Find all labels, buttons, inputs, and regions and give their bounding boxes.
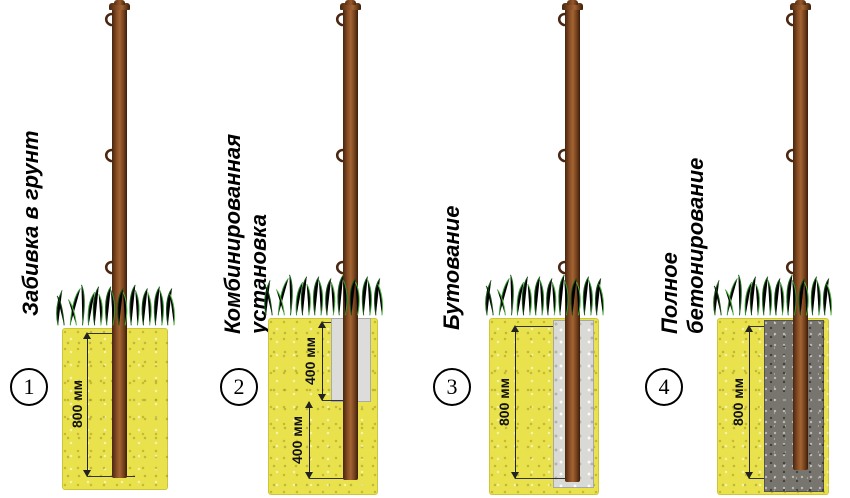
measurement-label: 800 мм	[496, 378, 512, 426]
lag-hook-icon	[335, 12, 344, 27]
lag-hook-icon	[785, 12, 794, 27]
measurement-label: 800 мм	[69, 380, 85, 428]
lag-hook-icon	[104, 148, 113, 163]
panel-number-badge: 3	[433, 368, 471, 406]
dimension-line	[511, 325, 520, 479]
grass	[713, 274, 832, 316]
lag-hook-icon	[785, 148, 794, 163]
dimension-line	[83, 332, 92, 477]
fence-post	[112, 8, 127, 478]
panel-label: Бутование	[439, 205, 464, 330]
panel-label: Полное бетонирование	[657, 157, 709, 334]
post-cap	[109, 3, 130, 10]
measurement-label: 400 мм	[302, 337, 318, 385]
dimension-tick	[87, 333, 113, 334]
panel-combined: Комбинированная установка 2 400 мм 400 м…	[212, 0, 425, 498]
panel-label: Забивка в грунт	[18, 130, 43, 316]
post-cap	[790, 3, 811, 10]
dimension-tick	[515, 478, 575, 479]
panel-concreting: Полное бетонирование 4 800 мм	[637, 0, 850, 498]
panel-number-badge: 2	[220, 368, 258, 406]
dimension-tick	[749, 326, 764, 327]
post-cap-knob	[345, 0, 356, 5]
lag-hook-icon	[557, 12, 566, 27]
grass	[56, 284, 175, 326]
post-cap	[340, 3, 361, 10]
panel-number-badge: 1	[10, 368, 48, 406]
dimension-tick	[322, 322, 331, 323]
dimension-tick	[749, 478, 764, 479]
post-cap-knob	[567, 0, 578, 5]
post-cap-knob	[114, 0, 125, 5]
panel-driving: Забивка в грунт 1 800 мм	[0, 0, 212, 498]
dimension-tick	[515, 326, 553, 327]
grass	[264, 274, 383, 316]
panel-number-badge: 4	[645, 368, 683, 406]
post-cap	[562, 3, 583, 10]
lag-hook-icon	[557, 148, 566, 163]
lag-hook-icon	[104, 12, 113, 27]
dimension-tick	[322, 400, 343, 401]
fence-post	[793, 8, 808, 470]
dimension-line	[745, 325, 754, 479]
panel-rubble: Бутование 3 800 мм	[425, 0, 637, 498]
lag-hook-icon	[104, 260, 113, 275]
fence-post	[565, 8, 580, 482]
dimension-tick	[87, 476, 135, 477]
fence-post	[343, 8, 358, 480]
measurement-label: 800 мм	[730, 378, 746, 426]
grass	[485, 274, 604, 316]
dimension-tick	[309, 478, 355, 479]
measurement-label: 400 мм	[289, 416, 305, 464]
post-cap-knob	[795, 0, 806, 5]
dimension-line	[318, 321, 327, 401]
lag-hook-icon	[335, 148, 344, 163]
dimension-line	[305, 401, 314, 479]
